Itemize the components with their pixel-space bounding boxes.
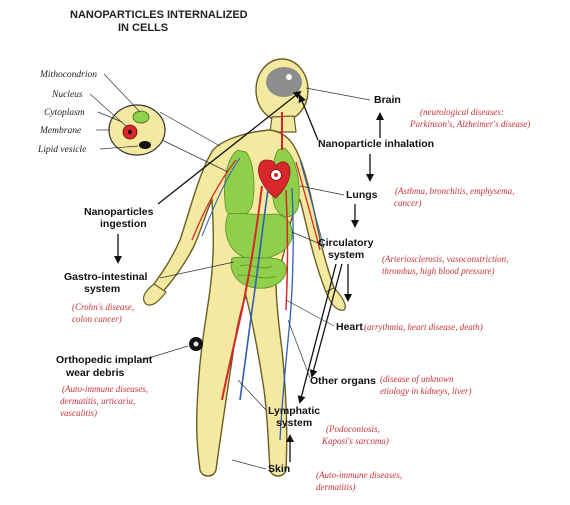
disease-brain-2: Parkinson's, Alzheimer's disease) [409, 119, 530, 129]
disease-other-2: etiology in kidneys, liver) [380, 386, 471, 396]
organ-lungs: Lungs [346, 189, 378, 201]
disease-brain-1: (neurological diseases: [420, 107, 504, 117]
label-lipid-vesicle: Lipid vesicle [37, 145, 86, 155]
label-nucleus: Nucleus [51, 90, 83, 100]
disease-lymphatic-1: (Podoconiosis, [326, 424, 380, 434]
label-mitochondrion: Mithocondrion [39, 70, 97, 80]
cell-diagram: Mithocondrion Nucleus Cytoplasm Membrane… [37, 70, 228, 172]
title-line-1: NANOPARTICLES INTERNALIZED [70, 9, 248, 21]
organ-circulatory-1: Circulatory [318, 237, 374, 249]
organ-other: Other organs [310, 375, 376, 387]
disease-circulatory-1: (Arteriosclerosis, vasoconstriction, [382, 254, 508, 264]
organ-lymphatic-2: system [276, 417, 312, 429]
organ-circulatory-2: system [328, 249, 364, 261]
disease-circulatory-2: thrombus, high blood pressure) [382, 266, 495, 276]
route-orthopedic-2: wear debris [65, 367, 125, 379]
lipid-vesicle-shape [139, 141, 151, 149]
artery-right-leg [286, 190, 288, 310]
route-inhalation: Nanoparticle inhalation [318, 138, 434, 150]
disease-skin-2: dermatitis) [316, 482, 356, 492]
disease-heart: (arrythmia, heart disease, death) [364, 322, 483, 332]
organ-skin: Skin [268, 463, 290, 475]
disease-lymphatic-2: Kaposi's sarcoma) [321, 436, 389, 446]
disease-orthopedic-2: dermatitis, urticaria, [60, 396, 135, 406]
organ-gastro-2: system [84, 283, 120, 295]
disease-other-1: (disease of unknown [380, 374, 454, 384]
label-membrane: Membrane [39, 126, 81, 136]
disease-gastro-1: (Crohn's disease, [72, 302, 134, 312]
route-ingestion-2: ingestion [100, 218, 147, 230]
disease-orthopedic-3: vasculitis) [60, 408, 97, 418]
organ-gastro-1: Gastro-intestinal [64, 271, 148, 283]
organ-brain: Brain [374, 94, 401, 106]
brain-shape [266, 67, 302, 97]
artery-right-arm [296, 162, 320, 250]
label-cytoplasm: Cytoplasm [44, 108, 85, 118]
title-line-2: IN CELLS [118, 22, 168, 34]
disease-skin-1: (Auto-immune diseases, [316, 470, 402, 480]
disease-lungs-2: cancer) [394, 198, 421, 208]
organ-heart: Heart [336, 321, 363, 333]
disease-gastro-2: colon cancer) [72, 314, 122, 324]
disease-lungs-1: (Asthma, bronchitis, emphysema, [395, 186, 514, 196]
brain-particle [286, 74, 292, 80]
mitochondrion-shape [133, 111, 149, 123]
organ-lymphatic-1: Lymphatic [268, 405, 320, 417]
route-ingestion-1: Nanoparticles [84, 206, 154, 218]
route-orthopedic-1: Orthopedic implant [56, 354, 153, 366]
disease-orthopedic-1: (Auto-immune diseases, [62, 384, 148, 394]
